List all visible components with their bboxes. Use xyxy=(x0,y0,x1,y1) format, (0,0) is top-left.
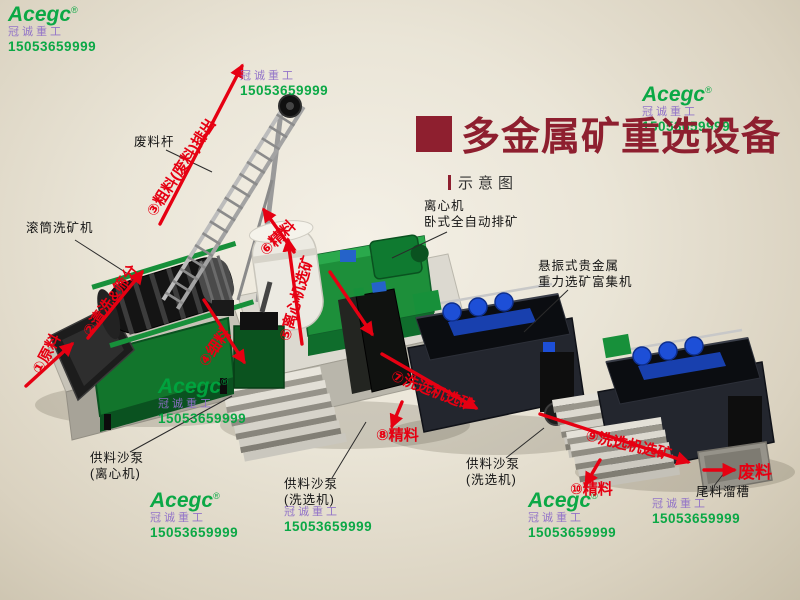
flow-step-8: ⑧精料 xyxy=(376,427,419,444)
watermark-company: 冠诚重工 xyxy=(150,512,206,525)
gravity-concentrator-1 xyxy=(407,282,585,433)
watermark: 冠诚重工 15053659999 xyxy=(652,498,740,526)
flow-step-10: ⑩精料 xyxy=(570,481,613,498)
watermark-brand: Acegc® xyxy=(150,489,220,512)
title-square-mark xyxy=(416,116,452,152)
watermark: Acegc® 冠诚重工 15053659999 xyxy=(150,489,239,540)
sluice-chute xyxy=(338,281,413,394)
watermark-brand: Acegc® xyxy=(528,489,598,512)
equipment-label-concentrator: 悬振式贵金属 重力选矿富集机 xyxy=(538,259,633,290)
watermark: Acegc® 冠诚重工 15053659999 xyxy=(642,83,731,134)
watermark-company: 冠诚重工 xyxy=(642,106,698,119)
watermark: Acegc® 冠诚重工 15053659999 xyxy=(8,3,97,54)
title-block: 多金属矿重选设备 示意图 xyxy=(416,106,781,193)
watermark: 冠诚重工 15053659999 xyxy=(240,70,328,98)
watermark-company: 冠诚重工 xyxy=(8,26,64,39)
watermark-company: 冠诚重工 xyxy=(652,498,708,510)
watermark-company: 冠诚重工 xyxy=(284,506,340,518)
equipment-label-centrifuge: 离心机 卧式全自动排矿 xyxy=(424,199,519,230)
trommel-washer xyxy=(49,241,255,432)
watermark-phone: 15053659999 xyxy=(652,510,741,526)
flow-label-waste: 废料 xyxy=(738,463,772,482)
watermark-company: 冠诚重工 xyxy=(240,70,296,82)
equipment-label-tailings-chute: 尾料溜槽 xyxy=(696,485,751,499)
watermark-phone: 15053659999 xyxy=(150,524,239,540)
watermark: Acegc® 冠诚重工 15053659999 xyxy=(528,489,617,540)
stairs-center xyxy=(220,366,347,462)
watermark-company: 冠诚重工 xyxy=(528,512,584,525)
watermark: Acegc® 冠诚重工 15053659999 xyxy=(158,375,247,426)
page-subtitle: 示意图 xyxy=(458,175,519,192)
watermark-phone: 15053659999 xyxy=(8,38,97,54)
watermark: 冠诚重工 15053659999 xyxy=(284,506,372,534)
watermark-company: 冠诚重工 xyxy=(158,398,214,411)
flow-arrows xyxy=(24,63,737,487)
watermark-brand: Acegc® xyxy=(642,83,712,106)
equipment-label-feed-pump-washer-2: 供料沙泵 (洗选机) xyxy=(466,457,521,488)
subtitle-bar-mark xyxy=(448,175,451,190)
watermark-phone: 15053659999 xyxy=(284,518,373,534)
equipment-label-trommel: 滚筒洗矿机 xyxy=(26,221,94,235)
watermark-phone: 15053659999 xyxy=(528,524,617,540)
watermark-phone: 15053659999 xyxy=(642,118,731,134)
equipment-label-waste-rod: 废料杆 xyxy=(134,135,175,149)
watermark-brand: Acegc® xyxy=(8,3,78,26)
waste-conveyor-ladder xyxy=(161,94,306,310)
equipment-label-feed-pump-washer-1: 供料沙泵 (洗选机) xyxy=(284,477,339,508)
watermark-phone: 15053659999 xyxy=(158,410,247,426)
watermark-brand: Acegc® xyxy=(158,375,228,398)
centrifuge-machine xyxy=(233,220,435,389)
page-title: 多金属矿重选设备 xyxy=(461,116,782,159)
watermark-phone: 15053659999 xyxy=(240,82,329,98)
equipment-label-feed-pump-centrifuge: 供料沙泵 (离心机) xyxy=(90,451,145,482)
